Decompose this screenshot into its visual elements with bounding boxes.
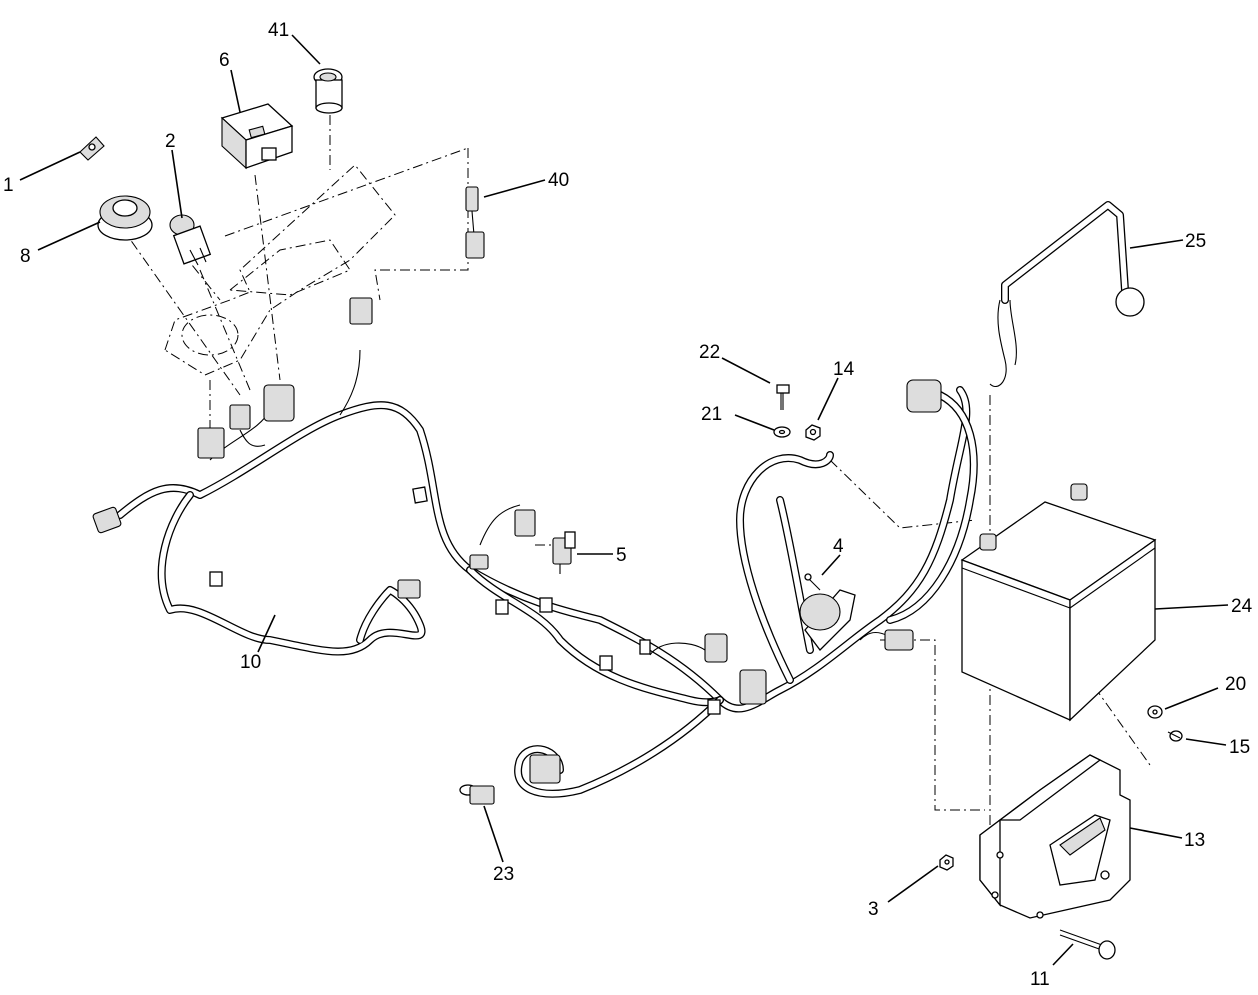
callout-11: 11 [1030,969,1050,990]
callout-4: 4 [833,536,844,557]
callout-25: 25 [1185,231,1206,252]
callout-8: 8 [20,246,31,267]
ignition-switch-part [97,195,153,241]
callout-24: 24 [1231,596,1253,617]
hold-down-rod-part [989,201,1145,387]
callout-23: 23 [493,864,514,885]
callout-21: 21 [701,404,722,425]
nut-3 [939,854,954,871]
hour-meter-part [220,103,294,170]
callout-14: 14 [833,359,855,380]
leader-lines [19,34,1229,966]
solenoid-assembly [799,573,856,651]
callout-20: 20 [1225,674,1246,695]
battery-bracket-part [979,754,1131,919]
wire-harness [92,297,978,798]
callout-1: 1 [3,175,14,196]
callout-3: 3 [868,899,879,920]
key-part [79,136,105,161]
callout-2: 2 [165,131,176,152]
relay-part [552,531,576,574]
callout-13: 13 [1184,830,1205,851]
washer-20 [1147,705,1163,719]
callout-10: 10 [240,652,261,673]
assembly-lines [119,115,1151,835]
callout-22: 22 [699,342,720,363]
callout-5: 5 [616,545,627,566]
sensor-part [459,784,495,805]
callout-15: 15 [1229,737,1250,758]
bolt-22 [776,384,790,410]
bolt-11 [1059,929,1116,960]
callout-40: 40 [548,170,569,191]
callout-6: 6 [219,50,230,71]
screw-15 [1167,730,1183,742]
nut-14 [805,424,821,441]
push-switch-part [169,214,212,266]
callout-41: 41 [268,20,289,41]
battery-part [960,483,1157,722]
jumper-connector-part [465,186,485,259]
washer-21 [773,426,791,438]
power-outlet-part [313,68,343,114]
control-panel-plate [164,164,396,376]
callout-labels: 1 2 3 4 5 6 8 10 11 13 14 15 20 21 22 23… [3,20,1253,990]
